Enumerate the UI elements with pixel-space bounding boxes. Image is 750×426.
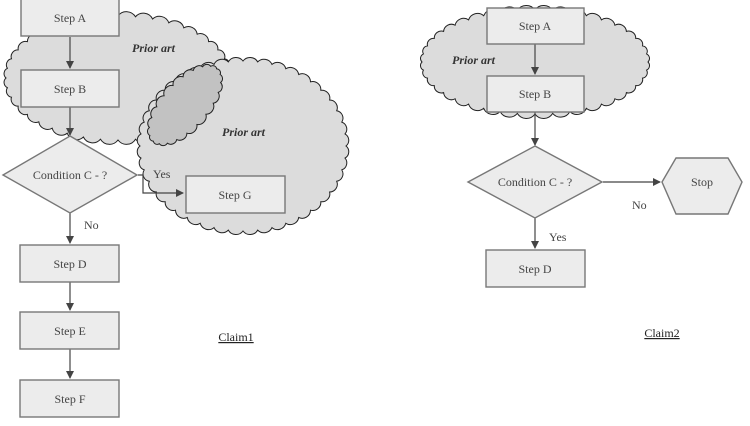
prior-art-label-3: Prior art: [452, 53, 496, 67]
prior-art-label-1: Prior art: [132, 41, 176, 55]
node-step-b[interactable]: Step B: [20, 69, 120, 108]
node-condition-c[interactable]: Condition C - ?: [466, 145, 604, 219]
edge-label-no: No: [84, 218, 99, 232]
claim1-diagram: Prior art Prior art Yes No Step A Step B…: [1, 0, 350, 418]
node-label: Step F: [54, 392, 85, 406]
node-label: Step B: [519, 87, 551, 101]
edge-label-yes: Yes: [153, 167, 171, 181]
node-step-g[interactable]: Step G: [185, 175, 286, 214]
node-label: Step G: [219, 188, 252, 202]
node-step-d[interactable]: Step D: [485, 249, 586, 288]
node-label: Step E: [54, 324, 86, 338]
node-label: Step D: [519, 262, 552, 276]
prior-art-label-2: Prior art: [222, 125, 266, 139]
prior-art-overlap-region: [146, 63, 224, 147]
node-step-b[interactable]: Step B: [486, 75, 585, 113]
node-step-a[interactable]: Step A: [20, 0, 120, 37]
claim2-caption: Claim2: [644, 326, 679, 340]
node-step-f[interactable]: Step F: [19, 379, 120, 418]
edge-label-yes: Yes: [549, 230, 567, 244]
node-label: Condition C - ?: [498, 175, 572, 189]
edge-c-g: [138, 174, 184, 197]
node-label: Condition C - ?: [33, 168, 107, 182]
edge-label-no: No: [632, 198, 647, 212]
node-condition-c[interactable]: Condition C - ?: [1, 135, 139, 214]
node-step-e[interactable]: Step E: [19, 311, 120, 350]
node-label: Step A: [519, 19, 552, 33]
node-stop[interactable]: Stop: [661, 157, 743, 215]
node-label: Step B: [54, 82, 86, 96]
claim1-caption: Claim1: [218, 330, 253, 344]
node-step-a[interactable]: Step A: [486, 7, 585, 45]
node-step-d[interactable]: Step D: [19, 244, 120, 283]
node-label: Step A: [54, 11, 87, 25]
node-label: Stop: [691, 175, 713, 189]
node-label: Step D: [54, 257, 87, 271]
claim2-diagram: Prior art No Yes Step A Step B Condition…: [420, 5, 743, 340]
